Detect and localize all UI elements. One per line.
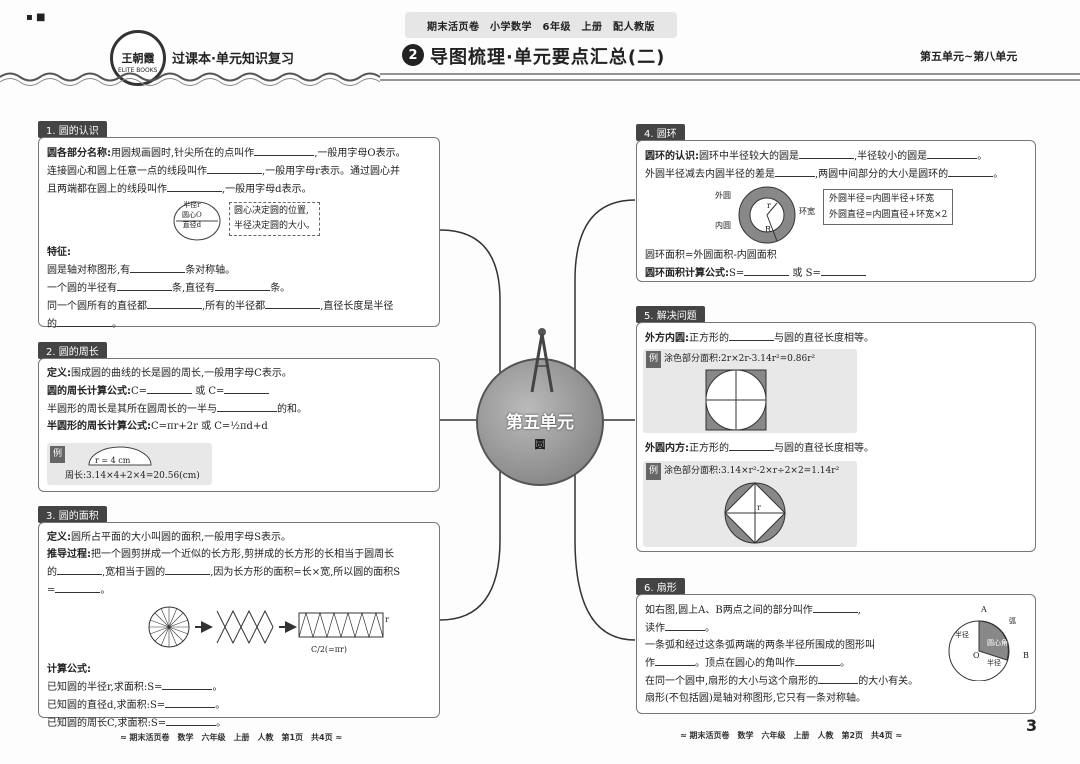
square-outside-circle-figure xyxy=(705,369,767,431)
tag-sec2: 2. 圆的周长 xyxy=(38,342,107,359)
sector-figure xyxy=(948,620,1010,681)
panel-area: 定义:圆所占平面的大小叫圆的面积,一般用字母S表示。 推导过程:把一个圆剪拼成一… xyxy=(38,522,440,729)
center-circle xyxy=(476,358,604,486)
panel-circle-basics: 圆各部分名称:用圆规画圆时,针尖所在的点叫作,一般用字母O表示。 连接圆心和圆上… xyxy=(38,137,440,330)
example-circumference: 例 r = 4 cm 周长:3.14×4+2×4=20.56(cm) xyxy=(47,443,212,485)
corner-marks: ▪ ■ xyxy=(26,12,46,23)
top-band: 期末活页卷 小学数学 6年级 上册 配人教版 xyxy=(405,12,677,38)
page-title: 导图梳理·单元要点汇总(二) xyxy=(430,47,666,68)
annulus-formula-box: 外圆半径=内圆半径+环宽 外圆直径=内圆直径+环宽×2 xyxy=(823,189,954,225)
center-title: 第五单元 xyxy=(506,413,574,433)
example-circle-square: 例涂色部分面积:3.14×r²-2×r÷2×2=1.14r² r xyxy=(643,461,857,547)
page-subtitle: 过课本·单元知识复习 xyxy=(172,52,294,67)
panel-problems: 外方内圆:正方形的与圆的直径长度相等。 例涂色部分面积:2r×2r-3.14r²… xyxy=(636,322,1036,552)
page-number: 3 xyxy=(1026,716,1038,735)
center-subtitle: 圆 xyxy=(534,438,546,451)
area-derivation-figure xyxy=(148,606,384,648)
circle-parts-diagram xyxy=(173,201,221,241)
footer-right: ≈ 期末活页卷 数学 六年级 上册 人教 第2页 共4页 ≈ xyxy=(680,731,903,740)
tag-sec6: 6. 扇形 xyxy=(636,578,685,595)
tag-sec4: 4. 圆环 xyxy=(636,124,685,141)
example-square-circle: 例涂色部分面积:2r×2r-3.14r²=0.86r² xyxy=(643,349,857,433)
tag-sec1: 1. 圆的认识 xyxy=(38,121,107,138)
unit-range: 第五单元~第八单元 xyxy=(920,50,1018,63)
circle-note: 圆心决定圆的位置, 半径决定圆的大小。 xyxy=(229,202,321,236)
logo-subtext: ELITE BOOKS xyxy=(118,67,158,74)
panel-annulus: 圆环的认识:圆环中半径较大的圆是,半径较小的圆是。 外圆半径减去内圆半径的差是,… xyxy=(636,140,1036,282)
section-number: 2 xyxy=(402,44,424,66)
semicircle-figure xyxy=(88,446,152,466)
circle-outside-square-figure xyxy=(724,482,786,544)
panel-circumference: 定义:围成圆的曲线的长是圆的周长,一般用字母C表示。 圆的周长计算公式:C= 或… xyxy=(38,358,440,492)
footer-left: ≈ 期末活页卷 数学 六年级 上册 人教 第1页 共4页 ≈ xyxy=(120,733,343,742)
annulus-figure xyxy=(738,186,796,244)
panel-sector: 如右图,圆上A、B两点之间的部分叫作, 读作。 一条弧和经过这条弧两端的两条半径… xyxy=(636,594,1036,714)
compass-icon xyxy=(530,328,554,393)
wave-divider xyxy=(0,72,1080,86)
tag-sec5: 5. 解决问题 xyxy=(636,306,705,323)
tag-sec3: 3. 圆的面积 xyxy=(38,506,107,523)
